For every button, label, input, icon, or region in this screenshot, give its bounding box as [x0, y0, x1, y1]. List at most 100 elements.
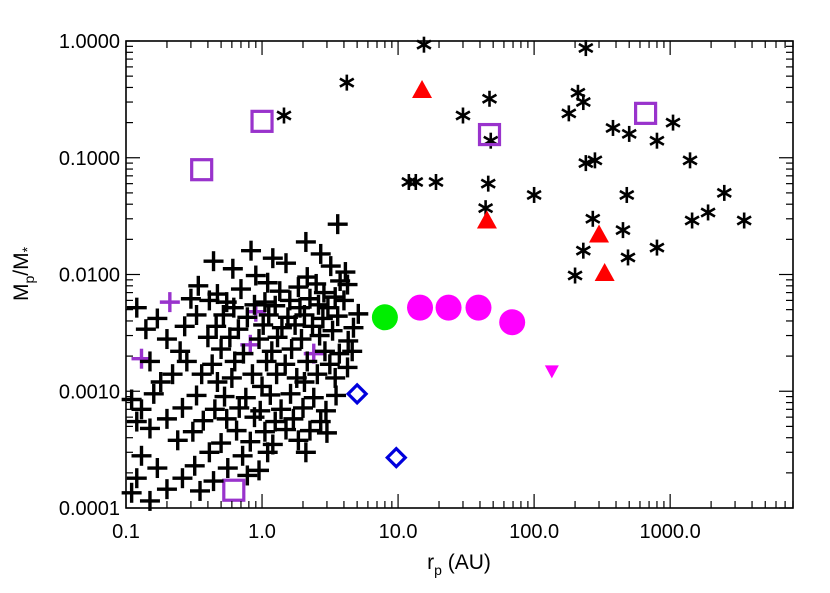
data-point-asterisk: [339, 74, 355, 91]
data-point-plus: [299, 420, 320, 441]
data-point-plus: [308, 294, 329, 315]
data-point-plus: [271, 399, 292, 420]
data-point-plus: [156, 479, 177, 500]
x-tick-label: 100.0: [509, 521, 559, 543]
data-point-plus: [214, 386, 235, 407]
data-point-plus: [307, 364, 328, 385]
data-point-plus: [139, 351, 160, 372]
data-point-plus: [162, 364, 183, 385]
data-point-plus: [167, 430, 188, 451]
data-point-plus: [172, 468, 193, 489]
data-point-plus: [249, 329, 270, 350]
data-point-plus: [279, 290, 300, 311]
data-point-plus: [241, 240, 262, 261]
y-tick-label: 0.1000: [59, 148, 120, 170]
data-point-plus: [216, 408, 237, 429]
data-point-plus: [253, 314, 274, 335]
data-point-diamond-open: [385, 446, 408, 469]
data-point-asterisk: [587, 152, 603, 169]
data-point-plus: [310, 243, 331, 264]
data-point-circle-filled: [465, 294, 492, 321]
data-point-asterisk: [605, 119, 621, 136]
data-point-plus: [131, 348, 152, 369]
data-point-triangle-up: [412, 80, 433, 99]
data-point-plus: [271, 317, 292, 338]
data-point-asterisk: [428, 173, 444, 190]
data-point-triangle-down: [544, 365, 559, 379]
data-point-plus: [312, 308, 333, 329]
data-point-plus: [242, 364, 263, 385]
data-point-plus: [310, 411, 331, 432]
data-point-asterisk: [665, 114, 681, 131]
data-point-plus: [121, 482, 142, 503]
data-point-plus: [199, 442, 220, 463]
data-point-asterisk: [578, 40, 594, 57]
data-point-plus: [202, 354, 223, 375]
data-point-square-open: [190, 158, 214, 182]
data-point-plus: [254, 292, 275, 313]
data-point-plus: [156, 408, 177, 429]
data-point-plus: [190, 480, 211, 501]
data-point-asterisk: [578, 155, 594, 172]
data-point-plus: [320, 256, 341, 277]
data-point-plus: [197, 327, 218, 348]
data-point-asterisk: [716, 184, 732, 201]
data-point-asterisk: [682, 152, 698, 169]
y-tick-label: 0.0001: [59, 498, 120, 520]
data-point-square-open: [250, 109, 274, 133]
data-point-asterisk: [575, 242, 591, 259]
data-point-plus: [237, 307, 258, 328]
y-tick-label: 0.0100: [59, 265, 120, 287]
data-point-plus: [126, 468, 147, 489]
data-point-plus: [126, 297, 147, 318]
data-point-plus: [257, 442, 278, 463]
data-point-plus: [221, 367, 242, 388]
data-point-plus: [348, 303, 369, 324]
data-point-plus: [184, 455, 205, 476]
data-point-plus: [131, 445, 152, 466]
data-point-plus: [126, 411, 147, 432]
data-point-plus: [229, 397, 250, 418]
y-tick-label: 1.0000: [59, 31, 120, 53]
data-point-plus: [245, 265, 266, 286]
data-point-plus: [254, 421, 275, 442]
data-point-plus: [322, 320, 343, 341]
data-point-plus: [186, 385, 207, 406]
data-point-plus: [281, 339, 302, 360]
data-point-asterisk: [700, 204, 716, 221]
data-point-plus: [150, 372, 171, 393]
data-point-plus: [174, 316, 195, 337]
data-point-plus: [326, 385, 347, 406]
x-tick-label: 1.0: [248, 521, 276, 543]
data-point-plus: [249, 460, 270, 481]
data-point-plus: [343, 317, 364, 338]
data-point-plus: [275, 419, 296, 440]
data-point-plus: [186, 304, 207, 325]
data-point-asterisk: [483, 132, 499, 149]
data-point-asterisk: [416, 36, 432, 53]
data-point-asterisk: [480, 175, 496, 192]
data-point-plus: [176, 351, 197, 372]
data-point-plus: [121, 389, 142, 410]
data-point-plus: [317, 297, 338, 318]
data-point-plus: [288, 430, 309, 451]
data-point-circle-filled: [499, 309, 526, 336]
data-point-plus: [316, 422, 337, 443]
data-point-plus: [313, 282, 334, 303]
data-point-plus: [327, 306, 348, 327]
data-point-plus: [319, 354, 340, 375]
data-point-square-open: [222, 478, 246, 502]
y-tick-label: 0.0010: [59, 381, 120, 403]
data-point-plus: [269, 281, 290, 302]
data-point-plus: [147, 458, 168, 479]
data-point-plus: [329, 343, 350, 364]
data-point-plus: [266, 364, 287, 385]
data-point-plus: [237, 465, 258, 486]
data-point-asterisk: [526, 186, 542, 203]
x-axis-label: rp (AU): [427, 551, 491, 578]
data-point-asterisk: [408, 173, 424, 190]
data-point-plus: [222, 258, 243, 279]
data-point-plus: [265, 411, 286, 432]
data-point-plus: [182, 421, 203, 442]
data-point-plus: [295, 442, 316, 463]
